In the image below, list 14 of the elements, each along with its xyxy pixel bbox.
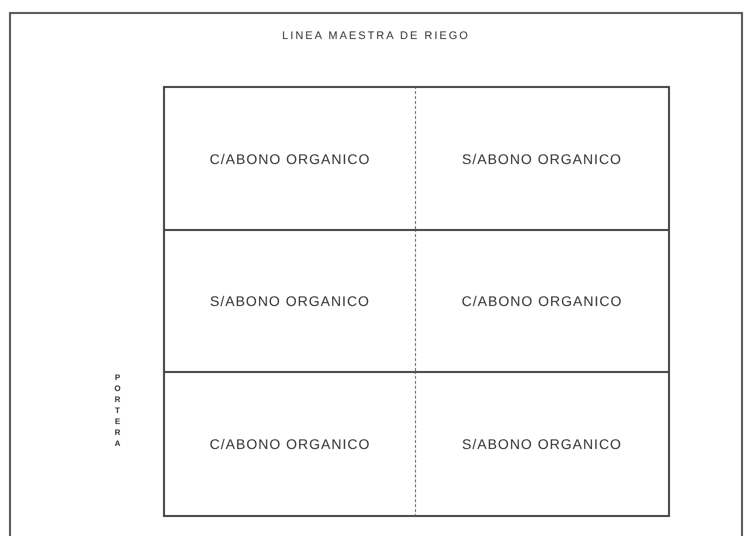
plot-cell [416,371,670,517]
plot-label: C/ABONO ORGANICO [462,293,622,309]
plot-cell [416,229,670,371]
plot-label: S/ABONO ORGANICO [210,293,370,309]
plot-label: C/ABONO ORGANICO [210,436,370,452]
plot-label: S/ABONO ORGANICO [462,436,622,452]
plot-cell [163,229,416,371]
plot-label: S/ABONO ORGANICO [462,150,622,166]
plot-cell [416,86,670,229]
irrigation-line-label: LINEA MAESTRA DE RIEGO [282,30,470,42]
plot-cell [163,371,416,517]
plot-cell [163,86,416,229]
gate-label: PORTERA [114,372,121,449]
plot-label: C/ABONO ORGANICO [210,150,370,166]
